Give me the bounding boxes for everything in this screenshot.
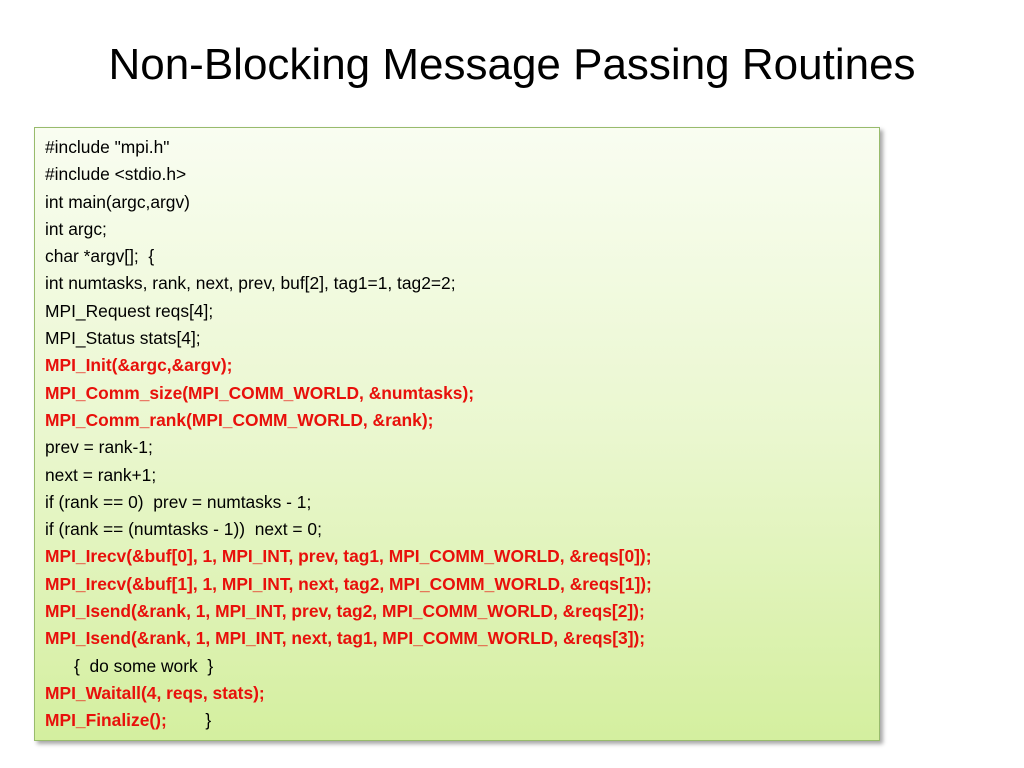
code-line-highlighted: MPI_Isend(&rank, 1, MPI_INT, prev, tag2,… <box>45 601 645 622</box>
code-line: char *argv[]; { <box>45 246 155 267</box>
code-line-highlighted: MPI_Init(&argc,&argv); <box>45 355 233 376</box>
code-line: MPI_Status stats[4]; <box>45 328 201 349</box>
code-line: int numtasks, rank, next, prev, buf[2], … <box>45 273 456 294</box>
code-line-highlighted: MPI_Irecv(&buf[0], 1, MPI_INT, prev, tag… <box>45 546 652 567</box>
code-line: { do some work } <box>45 655 214 676</box>
code-line-highlighted: MPI_Comm_rank(MPI_COMM_WORLD, &rank); <box>45 409 434 430</box>
slide-title: Non-Blocking Message Passing Routines <box>108 40 916 89</box>
code-line-highlighted: MPI_Irecv(&buf[1], 1, MPI_INT, next, tag… <box>45 573 652 594</box>
code-line-highlighted: MPI_Finalize(); <box>45 710 167 731</box>
code-line: #include <stdio.h> <box>45 164 187 185</box>
code-line: if (rank == (numtasks - 1)) next = 0; <box>45 519 322 540</box>
code-line: next = rank+1; <box>45 464 157 485</box>
code-box: #include "mpi.h" #include <stdio.h> int … <box>34 127 880 741</box>
code-line-highlighted: MPI_Waitall(4, reqs, stats); <box>45 682 265 703</box>
code-line: MPI_Request reqs[4]; <box>45 300 214 321</box>
code-line-highlighted: MPI_Isend(&rank, 1, MPI_INT, next, tag1,… <box>45 628 646 649</box>
code-line-highlighted: MPI_Comm_size(MPI_COMM_WORLD, &numtasks)… <box>45 382 475 403</box>
code-line-suffix: } <box>166 710 212 731</box>
code-line: prev = rank-1; <box>45 437 153 458</box>
code-line: int argc; <box>45 218 107 239</box>
code-line: int main(argc,argv) <box>45 191 190 212</box>
code-line: if (rank == 0) prev = numtasks - 1; <box>45 491 312 512</box>
code-line-mixed: MPI_Finalize(); } <box>45 707 879 734</box>
code-line: #include "mpi.h" <box>45 137 170 157</box>
